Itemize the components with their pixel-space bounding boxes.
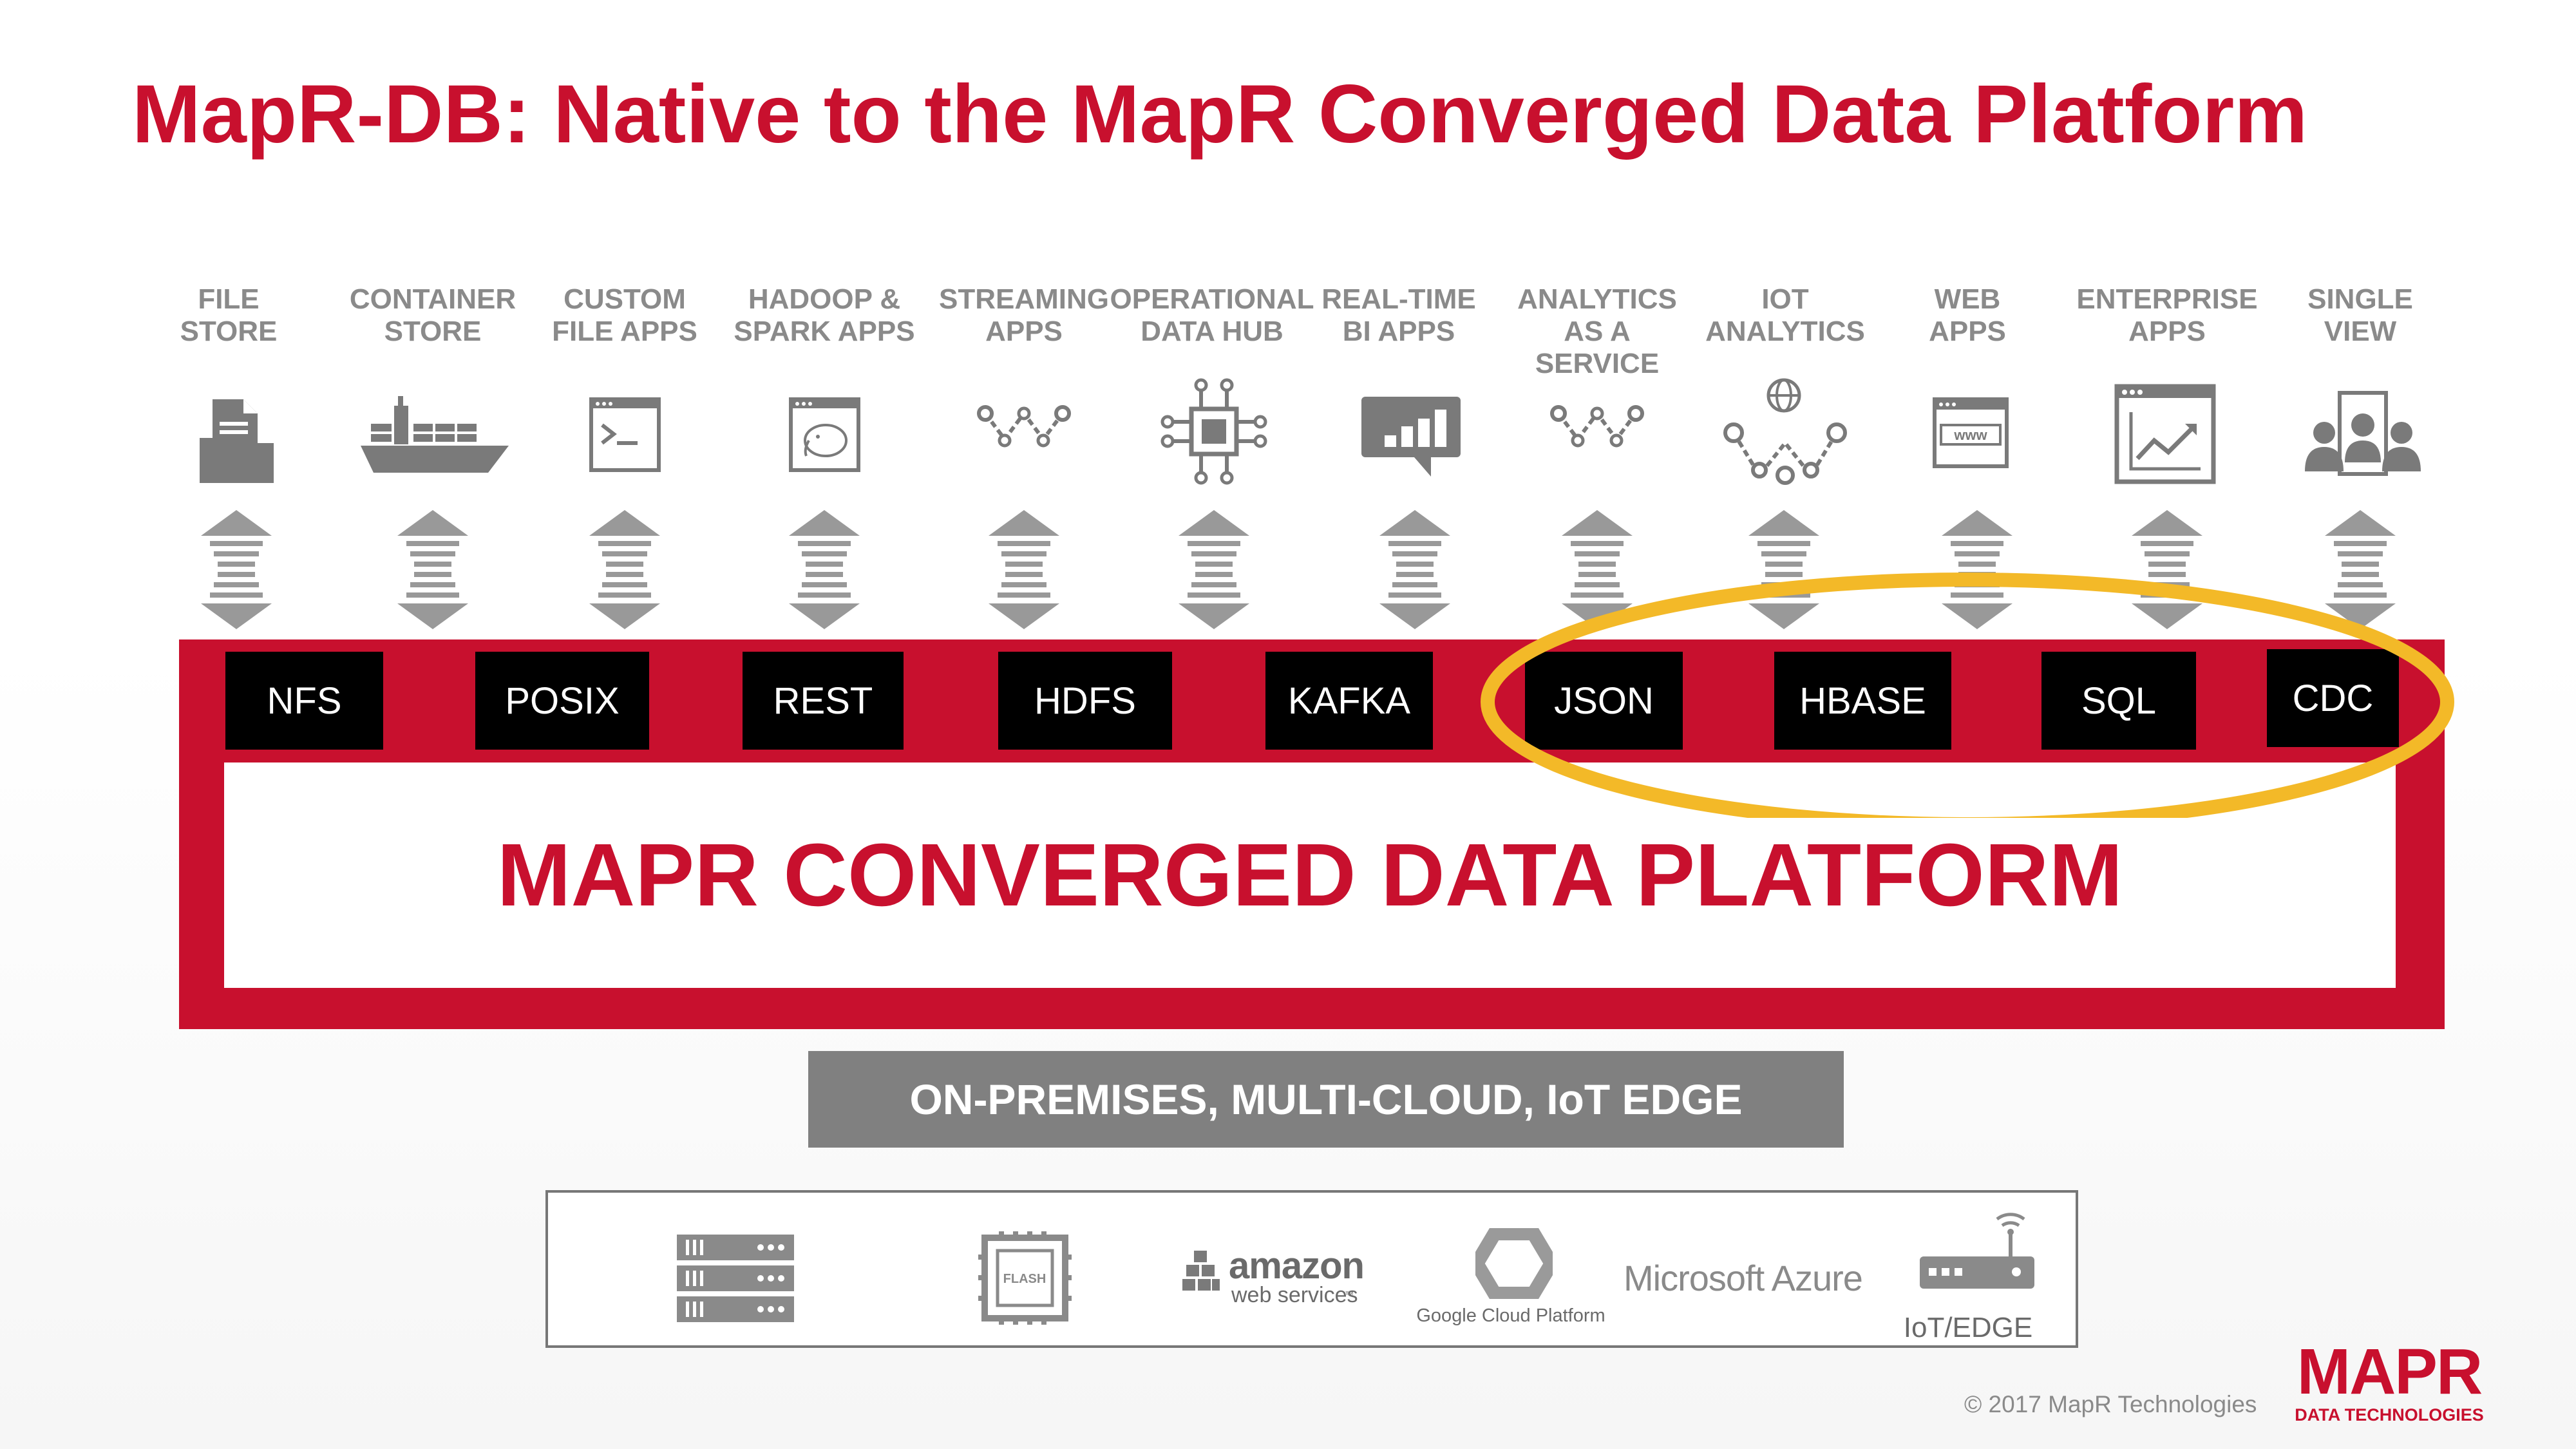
bidirectional-arrow-icon: [2132, 510, 2202, 629]
protocol-kafka: KAFKA: [1265, 652, 1433, 750]
aws-subtitle: web services: [1231, 1283, 1358, 1307]
use-case-label-line: HADOOP &: [748, 283, 901, 315]
bar-chart-bubble-icon: [1361, 397, 1461, 477]
use-case-label-line: CUSTOM: [564, 283, 686, 315]
bidirectional-arrow-icon: [1179, 510, 1249, 629]
bidirectional-arrow-icon: [1748, 510, 1819, 629]
protocol-nfs: NFS: [225, 652, 383, 750]
deployment-bar: ON-PREMISES, MULTI-CLOUD, IoT EDGE: [808, 1051, 1844, 1148]
use-case-real-time-bi-apps: REAL-TIME BI APPS: [1289, 283, 1508, 348]
use-case-label-line: CONTAINER: [349, 283, 516, 315]
bidirectional-arrow-icon: [789, 510, 860, 629]
container-ship-icon: [361, 396, 509, 473]
protocol-rest: REST: [743, 652, 904, 750]
use-case-label-line: SPARK APPS: [734, 316, 915, 347]
bidirectional-arrow-icon: [201, 510, 272, 629]
use-case-single-view: SINGLE VIEW: [2251, 283, 2470, 348]
aws-cubes-icon: [1182, 1251, 1220, 1291]
google-cloud-wordmark: Google Cloud Platform: [1416, 1305, 1605, 1326]
use-case-label-line: APPS: [1929, 316, 2006, 347]
bidirectional-arrow-icon: [989, 510, 1059, 629]
bidirectional-arrow-icon: [1562, 510, 1633, 629]
use-case-label-line: STORE: [180, 316, 278, 347]
protocol-hdfs: HDFS: [998, 652, 1172, 750]
use-case-operational-data-hub: OPERATIONAL DATA HUB: [1103, 283, 1321, 348]
bidirectional-arrow-icon: [2325, 510, 2396, 629]
use-case-label-line: ENTERPRISE: [2076, 283, 2258, 315]
bidirectional-arrow-icon: [397, 510, 468, 629]
mapr-logo-tagline: DATA TECHNOLOGIES: [2295, 1405, 2484, 1425]
user-group-icon: [2305, 391, 2421, 476]
use-case-label-line: WEB: [1934, 283, 2001, 315]
chip-hub-icon: [1160, 378, 1267, 485]
use-case-container-store: CONTAINER STORE: [323, 283, 542, 348]
web-browser-icon: www: [1933, 397, 2009, 468]
mapr-logo-wordmark: MAPR: [2297, 1336, 2483, 1408]
use-case-enterprise-apps: ENTERPRISE APPS: [2058, 283, 2277, 348]
iot-edge-label: IoT/EDGE: [1903, 1312, 2033, 1343]
stream-network-icon: [977, 405, 1071, 448]
use-case-label-line: APPS: [985, 316, 1063, 347]
svg-text:www: www: [1953, 427, 1987, 443]
google-cloud-logo: Google Cloud Platform: [1414, 1228, 1607, 1338]
use-case-label-line: APPS: [2128, 316, 2206, 347]
use-case-label-line: VIEW: [2324, 316, 2397, 347]
protocol-sql: SQL: [2041, 652, 2196, 750]
protocol-json: JSON: [1525, 652, 1683, 750]
aws-wordmark: amazon: [1229, 1245, 1365, 1287]
use-case-label-line: REAL-TIME: [1321, 283, 1476, 315]
use-case-iot-analytics: IOT ANALYTICS: [1676, 283, 1895, 348]
flash-label: FLASH: [1003, 1272, 1046, 1286]
protocol-cdc: CDC: [2267, 649, 2399, 747]
use-case-label-line: STORE: [384, 316, 482, 347]
use-case-web-apps: WEB APPS: [1858, 283, 2077, 348]
use-case-label-line: DATA HUB: [1141, 316, 1283, 347]
use-case-label-line: AS A: [1564, 316, 1631, 347]
copyright-notice: © 2017 MapR Technologies: [1964, 1391, 2257, 1417]
use-case-label-line: STREAMING: [939, 283, 1109, 315]
use-case-label-line: IOT: [1761, 283, 1809, 315]
protocol-hbase: HBASE: [1774, 652, 1951, 750]
hadoop-elephant-icon: [789, 397, 860, 472]
use-case-custom-file-apps: CUSTOM FILE APPS: [515, 283, 734, 348]
use-case-analytics-as-a-service: ANALYTICS AS A SERVICE: [1488, 283, 1707, 380]
use-case-label-line: SERVICE: [1535, 348, 1660, 379]
protocol-posix: POSIX: [475, 652, 649, 750]
analytics-network-icon: [1550, 405, 1644, 448]
use-case-label-line: ANALYTICS: [1705, 316, 1865, 347]
bidirectional-arrow-icon: [589, 510, 660, 629]
use-case-label-line: BI APPS: [1342, 316, 1455, 347]
mapr-logo: MAPR DATA TECHNOLOGIES: [2283, 1340, 2496, 1426]
use-case-label-line: FILE APPS: [552, 316, 697, 347]
use-case-label-line: SINGLE: [2307, 283, 2413, 315]
use-case-file-store: FILE STORE: [119, 283, 338, 348]
slide-title: MapR-DB: Native to the MapR Converged Da…: [132, 68, 2308, 160]
bidirectional-arrow-icon: [1942, 510, 2012, 629]
use-case-hadoop-spark-apps: HADOOP & SPARK APPS: [715, 283, 934, 348]
flash-storage-icon: FLASH: [978, 1231, 1072, 1325]
google-cloud-hexagon-icon: [1475, 1228, 1553, 1299]
aws-trademark: ™: [1345, 1289, 1354, 1300]
bidirectional-arrow-icon: [1379, 510, 1450, 629]
iot-edge-logo: IoT/EDGE: [1891, 1209, 2045, 1344]
server-rack-icon: [677, 1235, 794, 1322]
use-case-label-line: ANALYTICS: [1517, 283, 1677, 315]
iot-globe-network-icon: [1723, 378, 1847, 485]
aws-logo: amazon web services ™: [1182, 1244, 1365, 1321]
use-case-label-line: OPERATIONAL: [1110, 283, 1314, 315]
platform-title: MAPR CONVERGED DATA PLATFORM: [497, 825, 2123, 925]
use-case-label-line: FILE: [198, 283, 260, 315]
iot-router-icon: [1920, 1213, 2034, 1289]
terminal-icon: [589, 397, 661, 472]
file-folder-icon: [200, 399, 274, 483]
trend-chart-icon: [2114, 384, 2216, 484]
use-case-streaming-apps: STREAMING APPS: [914, 283, 1133, 348]
environments-box: FLASH amazon web services ™ Google Cloud…: [545, 1190, 2078, 1348]
azure-wordmark: Microsoft Azure: [1624, 1258, 1863, 1298]
